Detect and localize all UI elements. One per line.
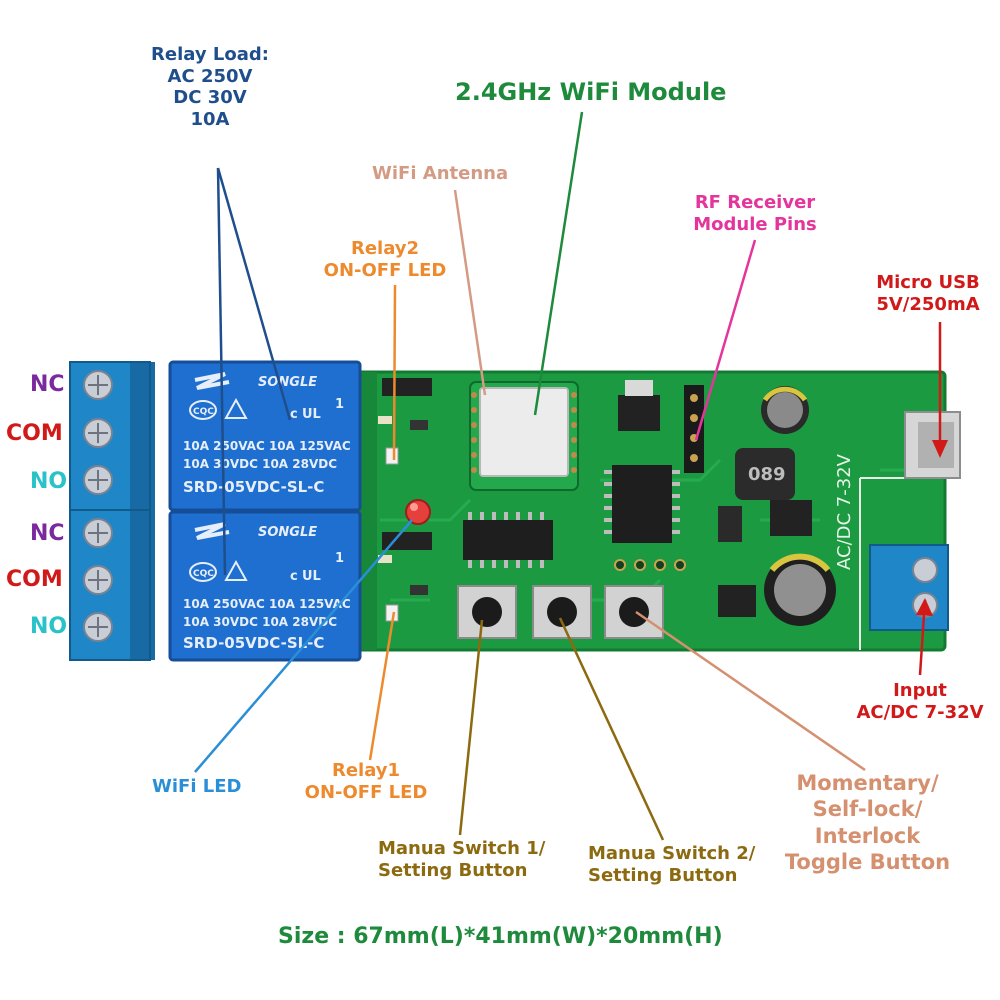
size-label: Size : 67mm(L)*41mm(W)*20mm(H) xyxy=(278,924,723,949)
svg-text:c: c xyxy=(290,569,298,584)
wifi-led-label: WiFi LED xyxy=(152,776,242,797)
wifi-antenna-label: WiFi Antenna xyxy=(372,163,509,184)
rf-receiver-pins xyxy=(684,385,704,473)
relay1-led-label: Relay1 ON-OFF LED xyxy=(304,760,428,803)
svg-text:SONGLE: SONGLE xyxy=(258,525,317,540)
toggle-mode-button xyxy=(604,585,664,639)
svg-text:SRD-05VDC-SL-C: SRD-05VDC-SL-C xyxy=(183,634,324,652)
manual-switch-1-label: Manua Switch 1/ Setting Button xyxy=(378,838,546,881)
svg-text:10A 250VAC 10A 125VAC: 10A 250VAC 10A 125VAC xyxy=(183,439,351,453)
pin-com-bottom: COM xyxy=(6,567,63,592)
warning-triangle-icon xyxy=(224,397,248,419)
relay2-led-label: Relay2 ON-OFF LED xyxy=(323,238,447,281)
small-capacitor xyxy=(761,386,809,434)
svg-text:1: 1 xyxy=(335,551,344,566)
micro-usb-label: Micro USB 5V/250mA xyxy=(876,272,980,315)
rf-receiver-label: RF Receiver Module Pins xyxy=(693,192,817,235)
toggle-button-label: Momentary/ Self-lock/ Interlock Toggle B… xyxy=(784,771,951,874)
svg-text:AC/DC 7-32V: AC/DC 7-32V xyxy=(834,453,855,570)
svg-text:10A 30VDC 10A 28VDC: 10A 30VDC 10A 28VDC xyxy=(183,457,337,471)
relay-load-label: Relay Load: AC 250V DC 30V 10A xyxy=(151,44,269,130)
svg-text:c: c xyxy=(290,407,298,422)
svg-text:SONGLE: SONGLE xyxy=(258,375,317,390)
manual-switch-1-button xyxy=(457,585,517,639)
manual-switch-2-button xyxy=(532,585,592,639)
inductor: 089 xyxy=(735,448,795,500)
wifi-module-label: 2.4GHz WiFi Module xyxy=(455,78,727,106)
pin-nc-top: NC xyxy=(30,372,65,397)
svg-text:10A 250VAC 10A 125VAC: 10A 250VAC 10A 125VAC xyxy=(183,597,351,611)
pin-no-top: NO xyxy=(30,469,68,494)
relay-1-body xyxy=(168,510,362,662)
svg-text:CQC: CQC xyxy=(193,569,214,579)
pin-no-bottom: NO xyxy=(30,614,68,639)
svg-text:UL: UL xyxy=(302,407,321,422)
svg-text:1: 1 xyxy=(335,397,344,412)
manual-switch-2-label: Manua Switch 2/ Setting Button xyxy=(588,843,756,886)
input-terminal-block xyxy=(869,544,949,631)
svg-text:CQC: CQC xyxy=(193,407,214,417)
pin-com-top: COM xyxy=(6,421,63,446)
large-capacitor xyxy=(764,553,836,626)
wifi-module-shield xyxy=(479,387,569,477)
wifi-led xyxy=(405,499,431,525)
input-label: Input AC/DC 7-32V xyxy=(856,680,984,723)
relay-2-body xyxy=(168,360,362,512)
pin-nc-bottom: NC xyxy=(30,521,65,546)
svg-text:SRD-05VDC-SL-C: SRD-05VDC-SL-C xyxy=(183,478,324,496)
svg-text:UL: UL xyxy=(302,569,321,584)
relay2-led xyxy=(385,447,399,465)
svg-text:10A 30VDC 10A 28VDC: 10A 30VDC 10A 28VDC xyxy=(183,615,337,629)
svg-text:089: 089 xyxy=(748,464,786,485)
